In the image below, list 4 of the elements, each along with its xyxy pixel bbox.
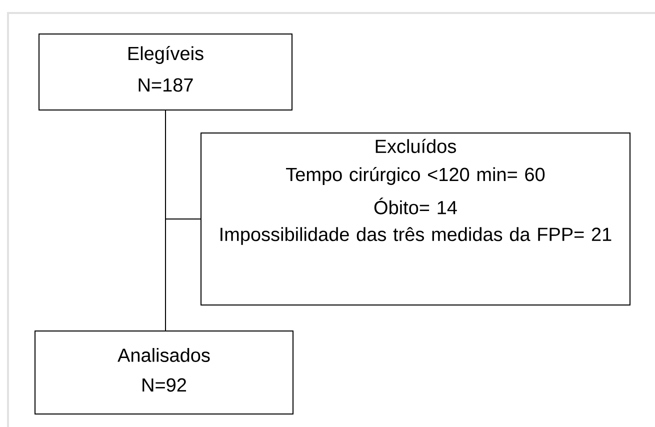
connector-line: [165, 110, 201, 220]
process-box: Analisados N=92: [34, 330, 294, 414]
process-box: Elegíveis N=187: [38, 34, 292, 110]
exclusion-box: Excluídos Tempo cirúrgico <120 min= 60 Óbito= 14 Impossibilidade das três medidas da FPP= 21: [200, 132, 630, 306]
